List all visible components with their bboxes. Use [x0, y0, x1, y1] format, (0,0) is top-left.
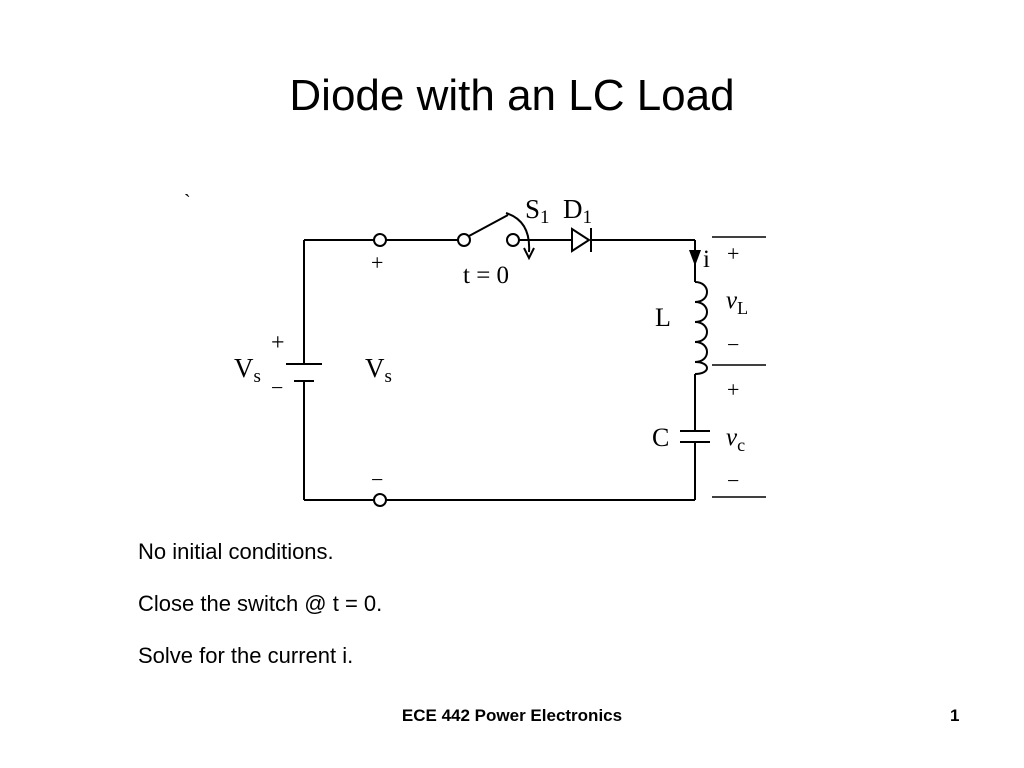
- switch-s1: [457, 212, 535, 261]
- switch-label: S1: [525, 194, 550, 228]
- diode-label: D1: [563, 194, 592, 228]
- vL-plus: +: [727, 241, 739, 266]
- footer-course: ECE 442 Power Electronics: [401, 706, 623, 725]
- bullet-3: Solve for the current i.: [138, 643, 354, 668]
- page-number: 1: [950, 706, 960, 725]
- source-label-left: Vs: [234, 353, 261, 387]
- inductor-label: L: [655, 303, 671, 332]
- current-arrow: [689, 250, 701, 266]
- vc-plus: +: [727, 377, 739, 402]
- vL-minus: −: [727, 332, 739, 357]
- terminal-top: [373, 233, 387, 247]
- bullet-1: No initial conditions.: [138, 539, 334, 564]
- vc-minus: −: [727, 468, 739, 493]
- current-label: i: [703, 246, 710, 273]
- source-label-right: Vs: [365, 353, 392, 387]
- diode-d1: [571, 227, 592, 253]
- capacitor: [680, 430, 710, 443]
- terminal-bottom: [373, 493, 387, 507]
- source-minus: −: [271, 375, 283, 400]
- switch-time-label: t = 0: [463, 262, 509, 289]
- source-plus: +: [271, 330, 285, 356]
- terminal-bottom-minus: −: [371, 467, 383, 492]
- voltage-source: [286, 363, 322, 382]
- bullet-2: Close the switch @ t = 0.: [138, 591, 383, 616]
- bullet-list: No initial conditions. Close the switch …: [138, 538, 382, 694]
- capacitor-label: C: [652, 423, 669, 452]
- inductor: [694, 281, 708, 375]
- vc-label: vc: [726, 424, 745, 455]
- tick-mark: `: [184, 191, 191, 213]
- terminal-top-plus: +: [371, 250, 383, 275]
- vL-label: vL: [726, 287, 748, 318]
- slide-title: Diode with an LC Load: [289, 71, 735, 120]
- voltage-markers: [712, 236, 766, 498]
